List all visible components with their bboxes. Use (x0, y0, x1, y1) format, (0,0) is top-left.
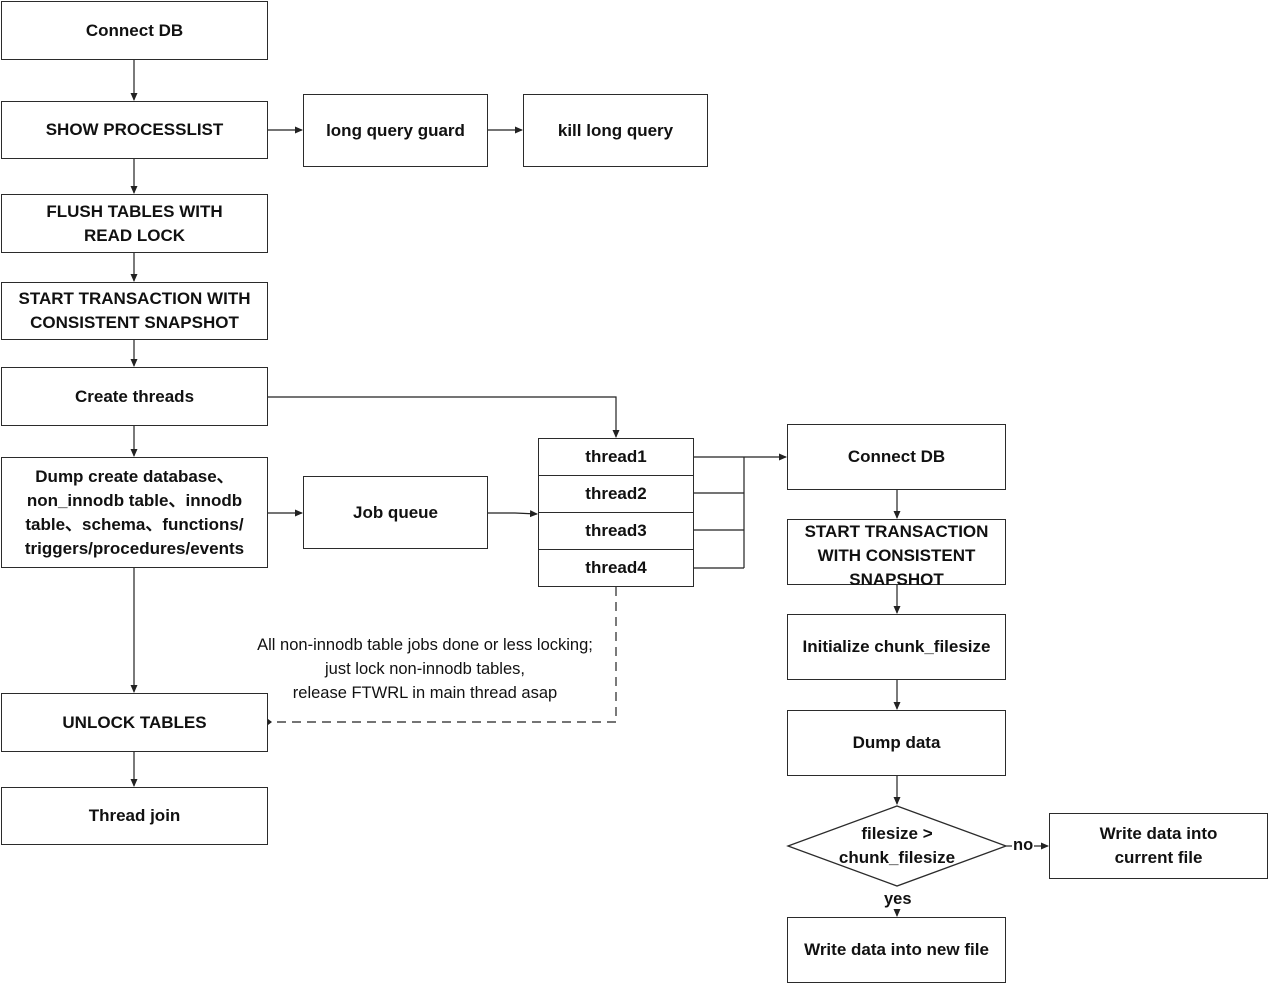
thread-4: thread4 (538, 549, 694, 587)
dump-create: Dump create database、 non_innodb table、i… (1, 457, 268, 568)
worker-connect-db: Connect DB (787, 424, 1006, 490)
show-processlist: SHOW PROCESSLIST (1, 101, 268, 159)
main-connect-db: Connect DB (1, 1, 268, 60)
edge-label-no: no (1013, 836, 1034, 854)
edge-create-to-threads (268, 396, 620, 438)
edge-label-yes: yes (882, 890, 914, 909)
thread-3: thread3 (538, 512, 694, 550)
thread-2: thread2 (538, 475, 694, 513)
decision-diamond (786, 805, 1008, 887)
dump-data: Dump data (787, 710, 1006, 776)
dashed-edge-note: All non-innodb table jobs done or less l… (257, 636, 593, 702)
flush-tables: FLUSH TABLES WITH READ LOCK (1, 194, 268, 253)
long-query-guard: long query guard (303, 94, 488, 167)
start-transaction: START TRANSACTION WITH CONSISTENT SNAPSH… (1, 282, 268, 340)
worker-start-transaction: START TRANSACTION WITH CONSISTENT SNAPSH… (787, 519, 1006, 589)
write-current-file: Write data into current file (1049, 813, 1268, 879)
decision-text: filesize > chunk_filesize (838, 824, 956, 867)
job-queue: Job queue (303, 476, 488, 549)
edge-dashed-feedback (264, 587, 617, 725)
unlock-tables: UNLOCK TABLES (1, 693, 268, 752)
edge-queue-to-threads (488, 510, 538, 518)
create-threads: Create threads (1, 367, 268, 426)
kill-long-query: kill long query (523, 94, 708, 167)
thread-1: thread1 (538, 438, 694, 476)
thread-join: Thread join (1, 787, 268, 845)
initialize-chunk-filesize: Initialize chunk_filesize (787, 614, 1006, 680)
write-new-file: Write data into new file (787, 917, 1006, 983)
